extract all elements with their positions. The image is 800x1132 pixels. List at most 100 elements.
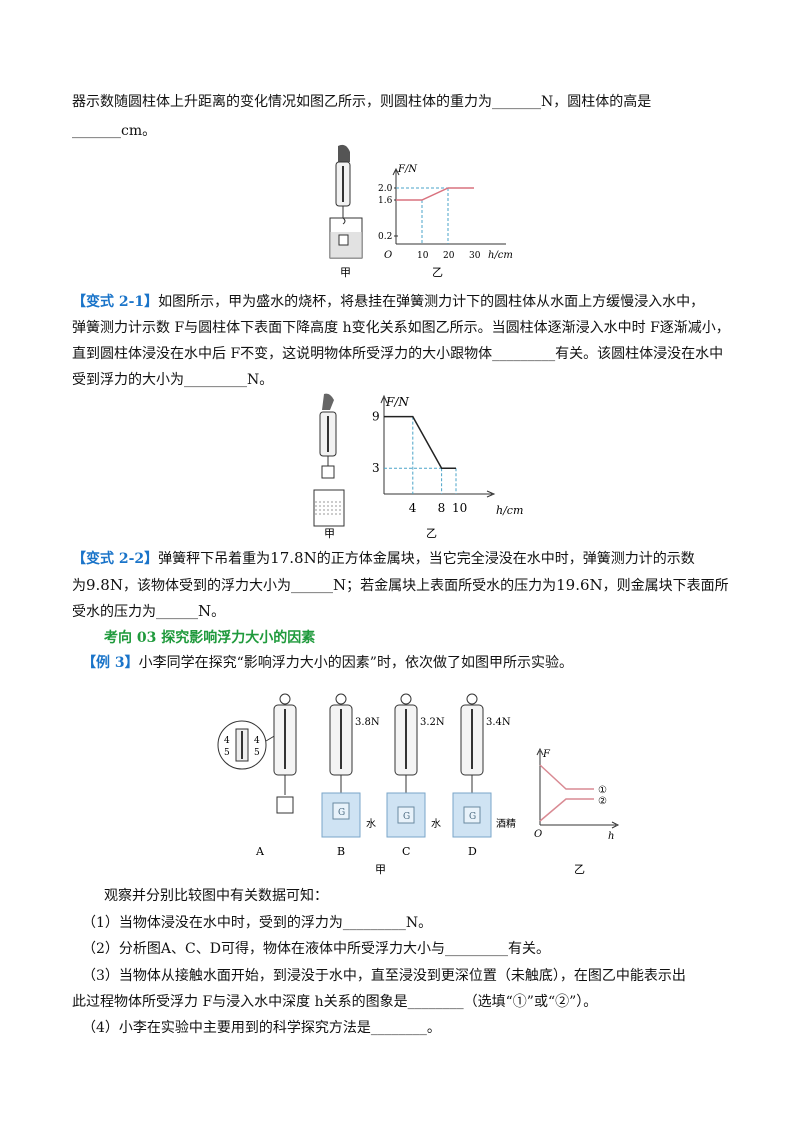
v22-unit-1: N bbox=[332, 576, 347, 594]
chart2-x-tick: 10 bbox=[452, 501, 467, 515]
chart1-x-tick: 20 bbox=[443, 251, 455, 261]
curve-1-label: ① bbox=[598, 785, 607, 796]
graph-origin: O bbox=[534, 829, 542, 840]
figure-2-svg: 甲 乙 F/N h/cm 3 9 4 8 10 bbox=[313, 393, 523, 540]
v21-tag: 【变式 2-1】 bbox=[72, 294, 159, 310]
ex3-text: 小李同学在探究“影响浮力大小的因素”时，依次做了如图甲所示实验。 bbox=[138, 655, 573, 671]
v22-text-2a: 为 bbox=[72, 578, 86, 594]
ex3-line: 【例 3】小李同学在探究“影响浮力大小的因素”时，依次做了如图甲所示实验。 bbox=[82, 653, 573, 673]
label-a: A bbox=[255, 845, 265, 858]
chart1-line bbox=[396, 187, 474, 201]
figure-3-svg: 4 5 4 5 3.8N G 水 bbox=[217, 693, 620, 876]
block-d-letter: G bbox=[469, 812, 476, 822]
v22-reading: 9.8N bbox=[86, 576, 123, 594]
questions-intro: 观察并分别比较图中有关数据可知： bbox=[104, 888, 328, 904]
v22-text-2g: ，则金属块下表面所 bbox=[602, 578, 729, 594]
chart2-line bbox=[384, 415, 456, 469]
reading-c: 3.2N bbox=[420, 717, 445, 728]
figure-1-svg: 甲 乙 F/N h/cm O 0.2 1.6 2.0 10 20 30 bbox=[329, 144, 513, 279]
chart1-y-arrow bbox=[392, 167, 400, 176]
chart2-y-tick: 3 bbox=[372, 461, 380, 475]
fig2-right-label: 乙 bbox=[426, 527, 437, 540]
fig3-caption-right: 乙 bbox=[574, 863, 585, 875]
v21-line-1: 【变式 2-1】如图所示，甲为盛水的烧杯，将悬挂在弹簧测力计下的圆柱体从水面上方… bbox=[72, 292, 704, 312]
question-3-line-2: 此过程物体所受浮力 F与浸入水中深度 h关系的图象是________（选填“①”… bbox=[72, 994, 598, 1010]
scale-zoom-circle: 4 5 4 5 bbox=[217, 720, 277, 770]
chart1-ylabel: F/N bbox=[397, 164, 418, 175]
v22-text-1a: 弹簧秤下吊着重为 bbox=[158, 551, 271, 567]
graph-xlabel: h bbox=[608, 831, 614, 842]
question-3-line-1: （3）当物体从接触水面开始，到浸没于水中，直至浸没到更深位置（未触底），在图乙中… bbox=[82, 968, 686, 984]
v22-text-3a: 受水的压力为______ bbox=[72, 604, 198, 620]
fig3-graph: F h O ① ② 乙 bbox=[534, 747, 620, 876]
zoom-tick-left-5: 5 bbox=[224, 748, 230, 758]
chart1-y-tick: 1.6 bbox=[378, 196, 393, 206]
fig1-right-label: 乙 bbox=[432, 266, 443, 279]
chart2-xlabel: h/cm bbox=[496, 504, 523, 517]
label-b: B bbox=[337, 845, 345, 858]
reading-b: 3.8N bbox=[355, 717, 380, 728]
v22-tag: 【变式 2-2】 bbox=[72, 551, 159, 567]
chart1-origin: O bbox=[384, 250, 392, 261]
chart2-x-tick: 8 bbox=[438, 501, 446, 515]
block-b-letter: G bbox=[338, 808, 345, 818]
v22-top-force: 19.6N bbox=[556, 576, 603, 594]
fig1-chart: F/N h/cm O 0.2 1.6 2.0 10 20 30 bbox=[378, 164, 513, 261]
chart2-ylabel: F/N bbox=[385, 395, 409, 409]
curve-2 bbox=[539, 798, 594, 822]
scale-d: 3.4N G 酒精 bbox=[452, 693, 516, 838]
chart1-x-tick: 10 bbox=[417, 251, 429, 261]
chart2-y-tick: 9 bbox=[372, 410, 380, 424]
v22-text-2c: ，该物体受到的浮力大小为______ bbox=[122, 578, 333, 594]
figure-2: 甲 乙 F/N h/cm 3 9 4 8 10 bbox=[300, 390, 530, 540]
intro-line-2: _______cm。 bbox=[72, 123, 157, 139]
intro-line-1: 器示数随圆柱体上升距离的变化情况如图乙所示，则圆柱体的重力为_______N，圆… bbox=[72, 94, 652, 110]
spring-scale-illustration-2 bbox=[313, 393, 345, 527]
scale-a bbox=[273, 693, 297, 814]
figure-3: 4 5 4 5 3.8N G 水 bbox=[210, 685, 630, 876]
block-c-letter: G bbox=[403, 812, 410, 822]
chart2-x-tick: 4 bbox=[409, 501, 417, 515]
section-title: 考向 03 探究影响浮力大小的因素 bbox=[104, 630, 316, 646]
chart1-x-tick: 30 bbox=[469, 251, 481, 261]
v22-line-2: 为9.8N，该物体受到的浮力大小为______N；若金属块上表面所受水的压力为1… bbox=[72, 575, 729, 596]
fig3-caption-left: 甲 bbox=[375, 863, 386, 875]
fig2-chart: F/N h/cm 3 9 4 8 10 bbox=[372, 394, 523, 517]
liquid-d: 酒精 bbox=[496, 817, 516, 830]
zoom-tick-right-4: 4 bbox=[254, 736, 260, 746]
v21-line-3: 直到圆柱体浸没在水中后 F不变，这说明物体所受浮力的大小跟物体_________… bbox=[72, 346, 724, 362]
question-2: （2）分析图A、C、D可得，物体在液体中所受浮力大小与_________有关。 bbox=[82, 941, 550, 957]
v22-text-1c: 的正方体金属块，当它完全浸没在水中时，弹簧测力计的示数 bbox=[316, 551, 695, 567]
scale-c: 3.2N G 水 bbox=[386, 693, 445, 838]
zoom-tick-left-4: 4 bbox=[224, 736, 230, 746]
spring-scale-illustration bbox=[329, 144, 363, 259]
chart2-y-arrow bbox=[380, 394, 388, 404]
chart1-y-tick: 2.0 bbox=[378, 184, 393, 194]
v22-text-3c: 。 bbox=[211, 604, 226, 620]
label-d: D bbox=[468, 845, 477, 858]
fig1-left-label: 甲 bbox=[340, 266, 351, 279]
v22-line-1: 【变式 2-2】弹簧秤下吊着重为17.8N的正方体金属块，当它完全浸没在水中时，… bbox=[72, 548, 695, 569]
fig2-left-label: 甲 bbox=[324, 527, 335, 540]
reading-d: 3.4N bbox=[486, 717, 511, 728]
graph-ylabel: F bbox=[542, 749, 551, 760]
v22-weight: 17.8N bbox=[270, 549, 317, 567]
liquid-b: 水 bbox=[366, 818, 376, 830]
curve-1 bbox=[539, 764, 594, 790]
liquid-c: 水 bbox=[431, 818, 441, 830]
question-4: （4）小李在实验中主要用到的科学探究方法是________。 bbox=[82, 1020, 441, 1036]
curve-2-label: ② bbox=[598, 796, 607, 807]
chart2-x-arrow bbox=[486, 490, 496, 498]
scale-b: 3.8N G 水 bbox=[321, 693, 380, 838]
v21-text-1: 如图所示，甲为盛水的烧杯，将悬挂在弹簧测力计下的圆柱体从水面上方缓慢浸入水中， bbox=[158, 294, 705, 310]
zoom-tick-right-5: 5 bbox=[254, 748, 260, 758]
ex3-tag: 【例 3】 bbox=[82, 655, 139, 671]
v22-line-3: 受水的压力为______N。 bbox=[72, 601, 225, 622]
v22-text-2e: ；若金属块上表面所受水的压力为 bbox=[346, 578, 557, 594]
v21-line-2: 弹簧测力计示数 F与圆柱体下表面下降高度 h变化关系如图乙所示。当圆柱体逐渐浸入… bbox=[72, 320, 730, 336]
question-1: （1）当物体浸没在水中时，受到的浮力为_________N。 bbox=[82, 915, 433, 931]
chart1-y-tick: 0.2 bbox=[378, 232, 392, 242]
v21-line-4: 受到浮力的大小为_________N。 bbox=[72, 372, 274, 388]
v22-unit-2: N bbox=[198, 602, 212, 620]
chart1-xlabel: h/cm bbox=[488, 250, 513, 261]
